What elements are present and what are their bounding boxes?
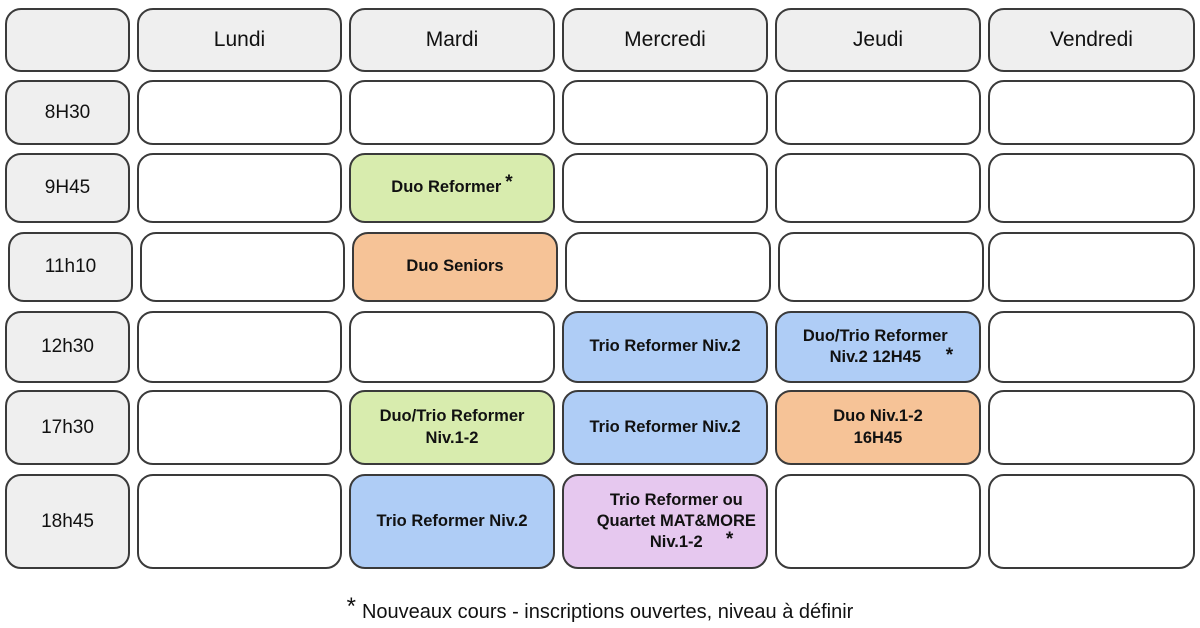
slot-jeudi-8h30	[775, 80, 981, 145]
slot-jeudi-11h10	[778, 232, 984, 302]
new-course-marker: *	[945, 344, 954, 366]
slot-vendredi-12h30	[988, 311, 1195, 383]
slot-mercredi-11h10	[565, 232, 771, 302]
footer-note: *Nouveaux cours - inscriptions ouvertes,…	[0, 593, 1200, 625]
slot-mardi-8h30	[349, 80, 555, 145]
course-trio-reformer-niv2[interactable]: Trio Reformer Niv.2	[562, 311, 768, 383]
day-header-jeudi: Jeudi	[775, 8, 981, 72]
time-label-8h30: 8H30	[5, 80, 130, 145]
slot-vendredi-17h30	[988, 390, 1195, 465]
day-header-lundi: Lundi	[137, 8, 342, 72]
time-label-9h45: 9H45	[5, 153, 130, 223]
course-label: Duo/Trio Reformer Niv.2 12H45	[802, 326, 948, 366]
course-label: Trio Reformer Niv.2	[589, 337, 741, 356]
day-header-mardi: Mardi	[349, 8, 555, 72]
course-label: Duo Reformer	[391, 178, 502, 197]
slot-vendredi-18h45	[988, 474, 1195, 569]
time-label-17h30: 17h30	[5, 390, 130, 465]
course-label: Trio Reformer Niv.2	[376, 511, 528, 530]
corner-cell	[5, 8, 130, 72]
day-header-vendredi: Vendredi	[988, 8, 1195, 72]
time-label-12h30: 12h30	[5, 311, 130, 383]
slot-lundi-9h45	[137, 153, 342, 223]
slot-lundi-17h30	[137, 390, 342, 465]
course-trio-reformer-quartet-mat-more[interactable]: Trio Reformer ou Quartet MAT&MORE Niv.1-…	[562, 474, 768, 569]
course-duo-trio-reformer-niv2[interactable]: Duo/Trio Reformer Niv.2 12H45*	[775, 311, 981, 383]
course-trio-reformer-niv2[interactable]: Trio Reformer Niv.2	[349, 474, 555, 569]
slot-jeudi-9h45	[775, 153, 981, 223]
course-duo-reformer[interactable]: Duo Reformer*	[349, 153, 555, 223]
course-trio-reformer-niv2[interactable]: Trio Reformer Niv.2	[562, 390, 768, 465]
day-header-mercredi: Mercredi	[562, 8, 768, 72]
course-label: Trio Reformer Niv.2	[589, 417, 741, 436]
slot-lundi-8h30	[137, 80, 342, 145]
slot-vendredi-11h10	[988, 232, 1195, 302]
slot-mercredi-8h30	[562, 80, 768, 145]
course-duo-niv1-2[interactable]: Duo Niv.1-2 16H45	[775, 390, 981, 465]
course-duo-seniors[interactable]: Duo Seniors	[352, 232, 558, 302]
time-label-11h10: 11h10	[8, 232, 133, 302]
slot-vendredi-9h45	[988, 153, 1195, 223]
slot-lundi-18h45	[137, 474, 342, 569]
slot-mardi-12h30	[349, 311, 555, 383]
footer-text: Nouveaux cours - inscriptions ouvertes, …	[361, 601, 854, 623]
slot-jeudi-18h45	[775, 474, 981, 569]
course-label: Trio Reformer ou Quartet MAT&MORE Niv.1-…	[596, 490, 756, 552]
new-course-marker: *	[505, 171, 513, 193]
course-duo-trio-reformer-niv1-2[interactable]: Duo/Trio Reformer Niv.1-2	[349, 390, 555, 465]
course-label: Duo Niv.1-2 16H45	[833, 407, 923, 447]
slot-mercredi-9h45	[562, 153, 768, 223]
time-label-18h45: 18h45	[5, 474, 130, 569]
course-label: Duo Seniors	[406, 257, 504, 276]
slot-lundi-11h10	[140, 232, 345, 302]
slot-lundi-12h30	[137, 311, 342, 383]
slot-vendredi-8h30	[988, 80, 1195, 145]
new-course-marker: *	[725, 529, 734, 551]
footer-marker: *	[346, 593, 356, 620]
course-label: Duo/Trio Reformer Niv.1-2	[379, 407, 525, 447]
